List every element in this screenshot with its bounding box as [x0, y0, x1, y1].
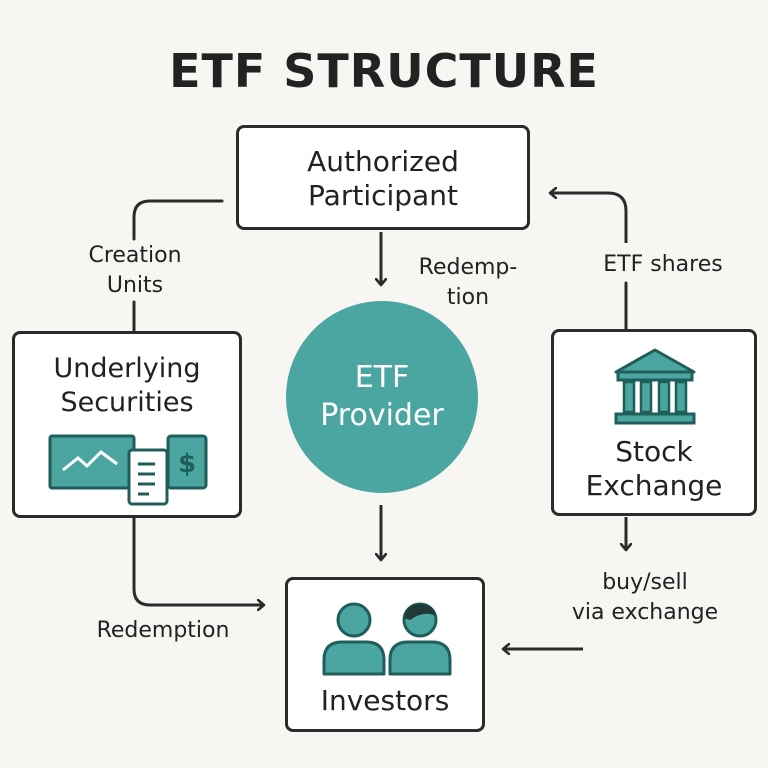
arrow-redemption-bottom: [132, 518, 264, 605]
arrow-etf-shares: [550, 193, 628, 243]
underlying-securities-box: Underlying Securities $: [12, 331, 242, 518]
authorized-participant-box: Authorized Participant: [236, 125, 530, 230]
underlying-securities-label: Underlying Securities: [53, 353, 201, 418]
person-left-icon: [322, 602, 386, 676]
redemption-top-label: Redemp- tion: [418, 255, 518, 310]
people-icon: [322, 602, 452, 676]
authorized-participant-label: Authorized Participant: [307, 145, 459, 212]
creation-units-label: Creation Units: [88, 243, 182, 298]
investors-label: Investors: [320, 684, 450, 717]
chart-icon: [48, 434, 136, 490]
securities-icon-group: $: [48, 434, 208, 506]
buy-sell-label: buy/sell via exchange: [571, 570, 719, 625]
dollar-icon: $: [166, 434, 208, 490]
stock-exchange-box: Stock Exchange: [551, 329, 757, 516]
etf-shares-label: ETF shares: [603, 252, 723, 277]
document-icon: [127, 448, 169, 506]
svg-text:$: $: [178, 449, 196, 479]
etf-provider-label: ETF Provider: [320, 360, 444, 433]
redemption-bottom-label: Redemption: [96, 618, 230, 643]
connector-creation-units: [132, 199, 224, 241]
stock-exchange-label: Stock Exchange: [585, 435, 723, 502]
bank-building-icon: [614, 348, 696, 425]
investors-box: Investors: [285, 577, 485, 732]
etf-provider-circle: ETF Provider: [286, 301, 478, 493]
diagram-title: ETF STRUCTURE: [169, 44, 599, 98]
person-right-icon: [388, 602, 452, 676]
